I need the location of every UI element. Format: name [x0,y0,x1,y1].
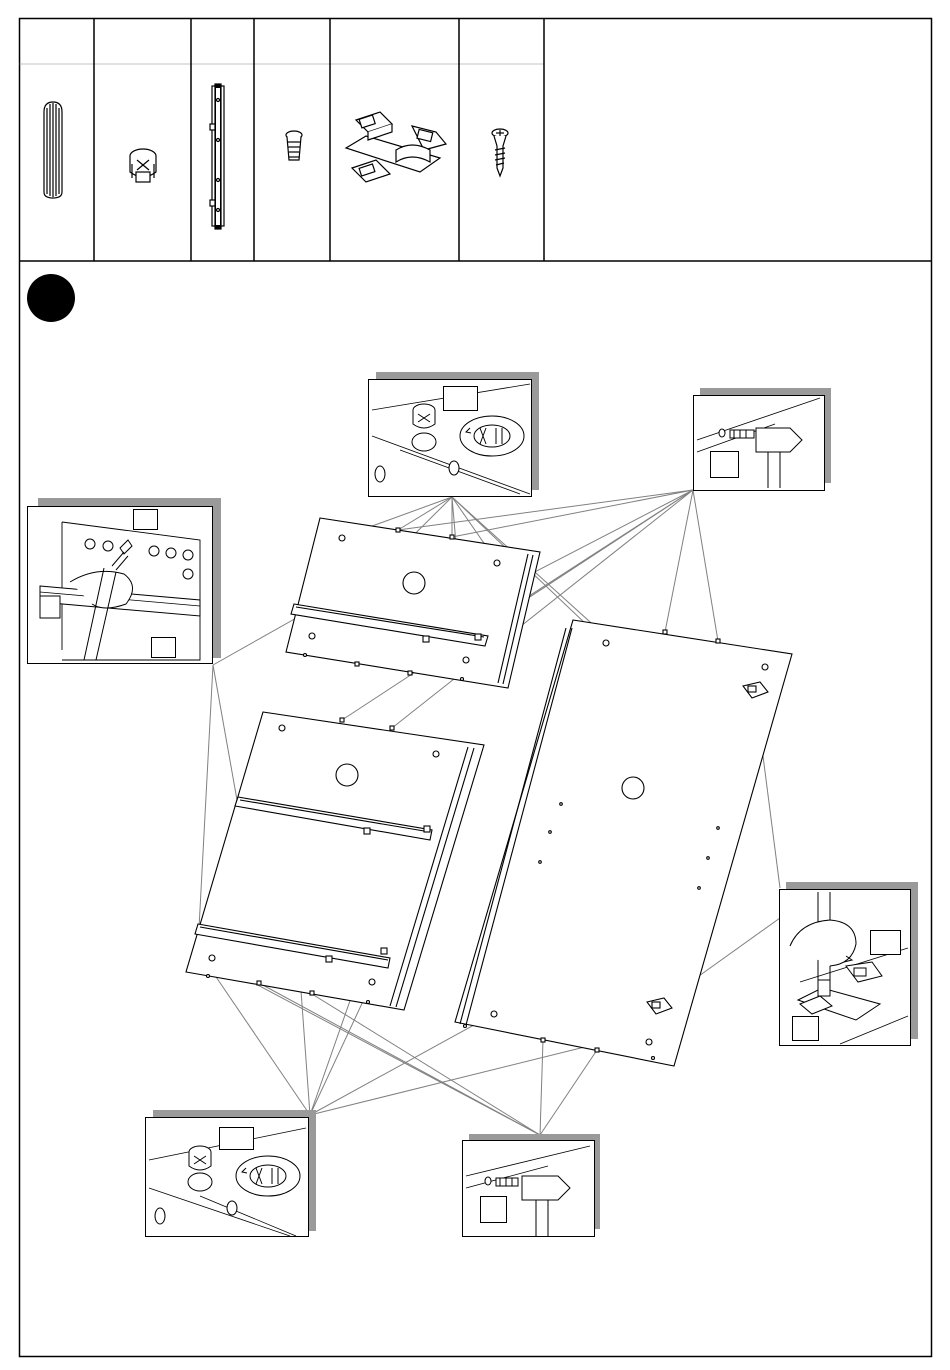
screw-icon [492,129,508,176]
cam-rotation-icon [460,416,524,456]
cam-bolt-icon [286,131,302,160]
dowel-hammer-callout-top [694,388,832,491]
parts-table [19,19,931,261]
upper-shelf-panel [286,518,540,688]
cam-lock-callout-bottom [146,1110,317,1237]
hinge-screw-callout [780,882,919,1046]
step-badge [27,274,75,322]
dowel-hammer-callout-bottom [463,1134,601,1237]
cam-lock-icon [130,149,156,182]
wood-dowel-icon [44,102,62,198]
drawer-slide-icon [210,84,224,229]
drawer-side-panel [186,712,484,1010]
cam-lock-callout-top [369,372,540,497]
hinge-plate-icon [346,112,446,182]
cam-rotation-icon [236,1156,300,1196]
slide-screw-callout [28,498,222,664]
